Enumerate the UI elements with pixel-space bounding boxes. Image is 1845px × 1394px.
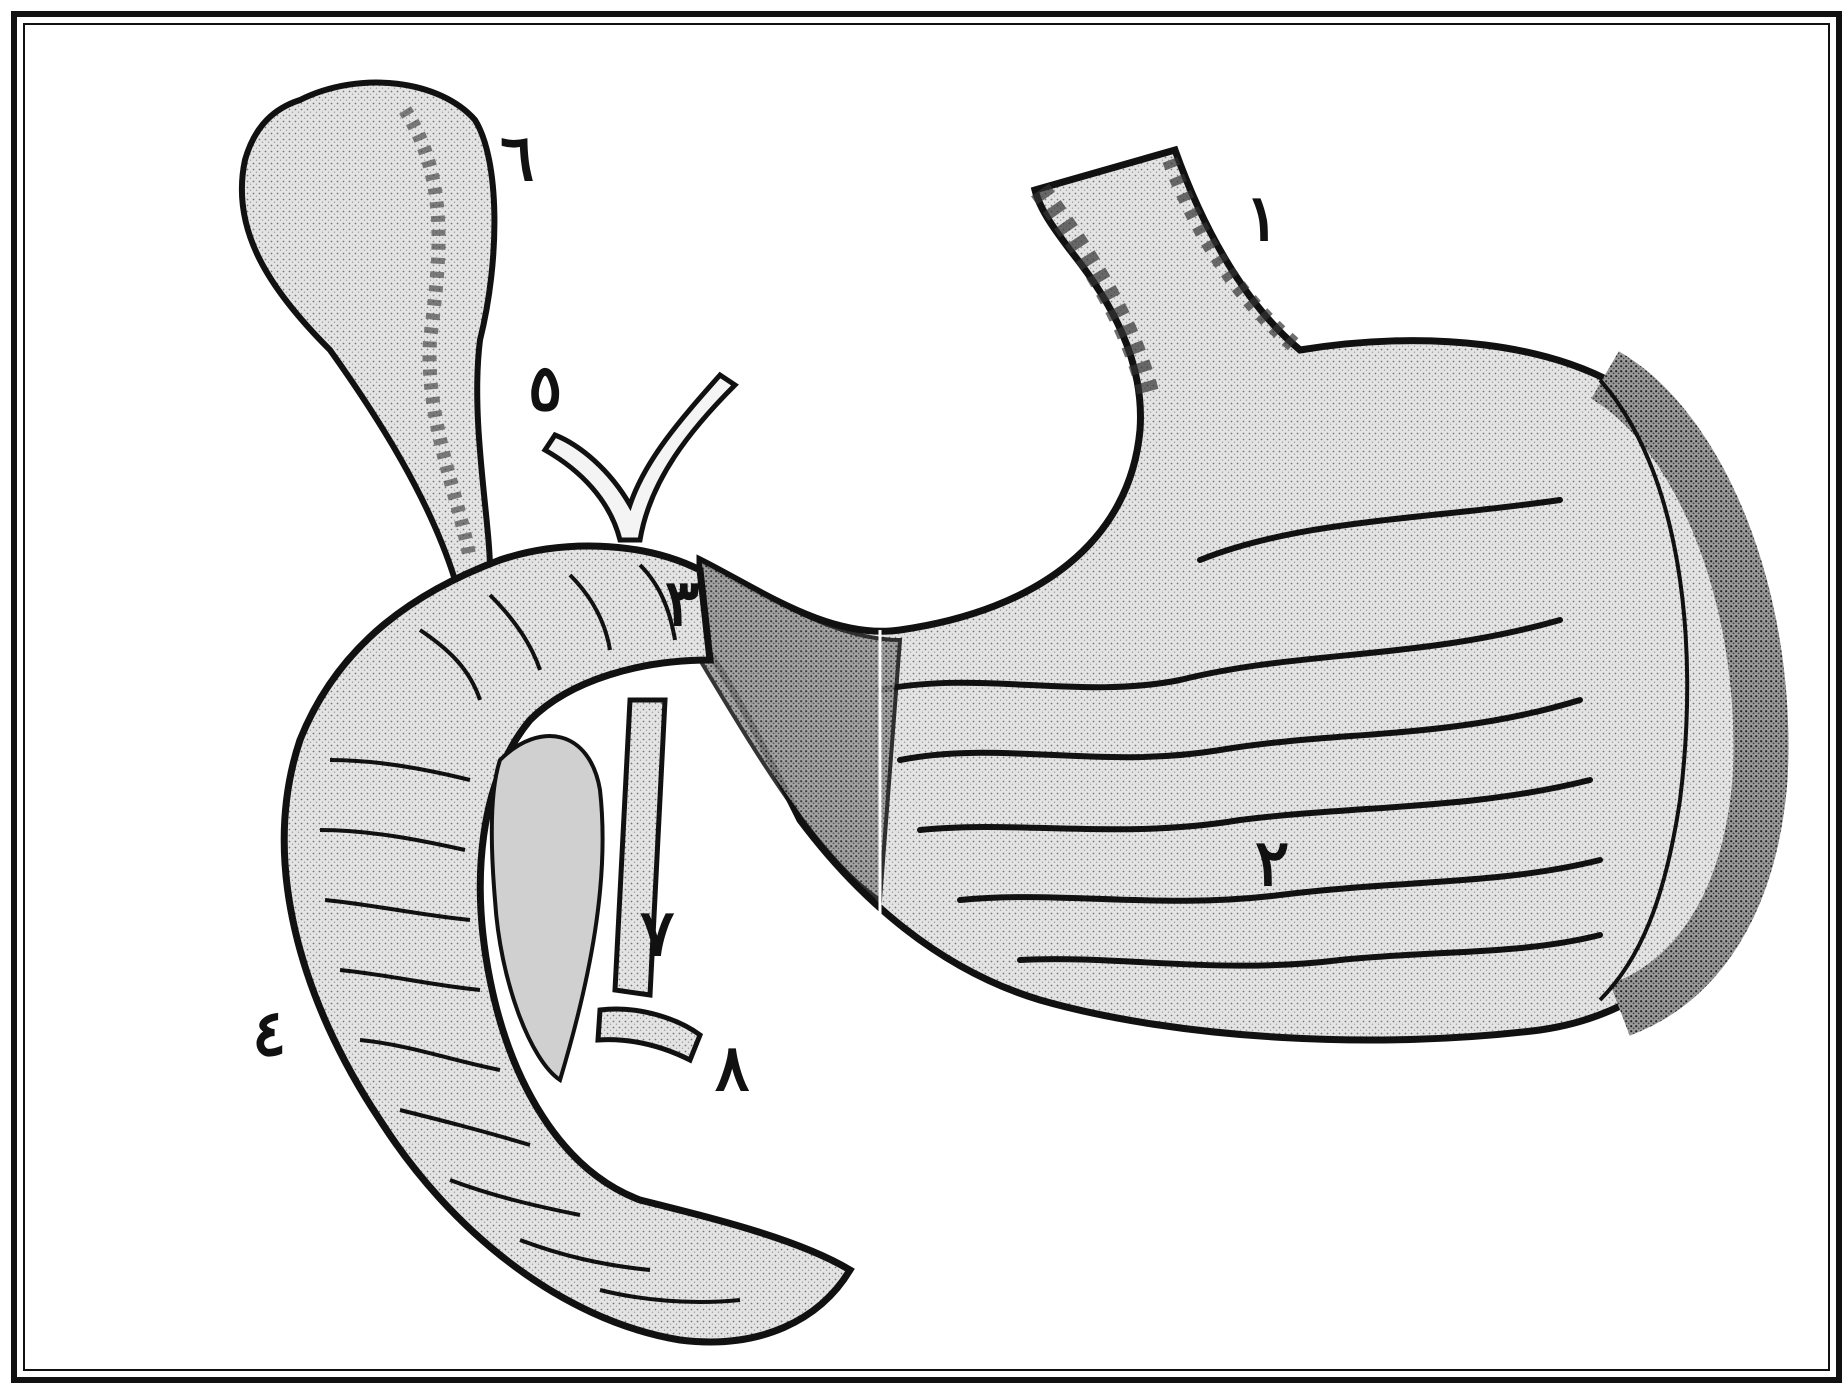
label-common-duct: ٧ bbox=[640, 896, 675, 971]
label-pancreatic-duct: ٨ bbox=[715, 1031, 750, 1106]
label-esophagus: ١ bbox=[1245, 181, 1279, 256]
stomach bbox=[700, 150, 1771, 1040]
label-duodenum: ٤ bbox=[252, 996, 286, 1071]
label-bile-duct: ٥ bbox=[528, 351, 562, 426]
label-pylorus: ٣ bbox=[665, 566, 699, 641]
label-stomach-interior: ٢ bbox=[1255, 826, 1289, 901]
label-gallbladder: ٦ bbox=[500, 121, 534, 196]
gallbladder bbox=[242, 83, 495, 580]
